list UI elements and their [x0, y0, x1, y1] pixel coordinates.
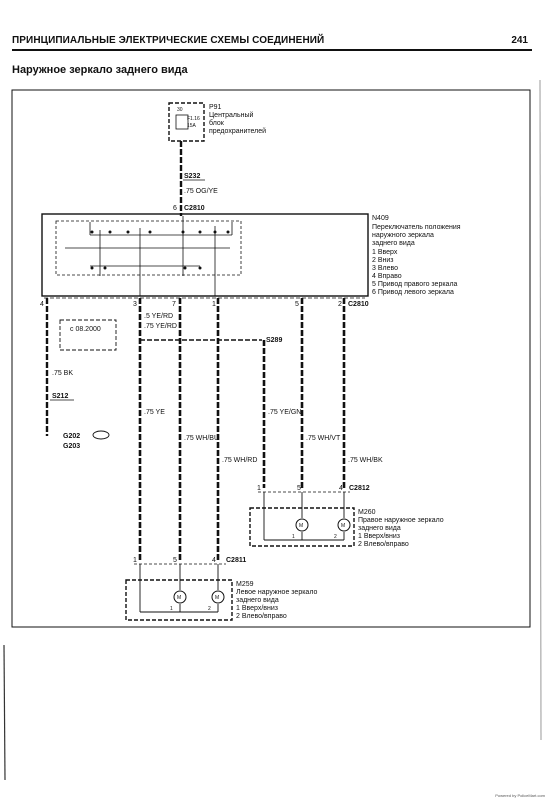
c2811-pin1: 1 — [133, 557, 137, 564]
fuse-box-id: P91 — [209, 104, 222, 111]
c2811-pin4: 4 — [212, 557, 216, 564]
motor-right-2 — [337, 518, 351, 532]
mirror-right-line3: 1 Вверх/вниз — [358, 533, 400, 540]
c2812-pin5: 5 — [297, 485, 301, 492]
wire-wh-bk-label: .75 WH/BK — [348, 457, 383, 464]
motor-left-2-label: M — [215, 595, 219, 601]
scan-edge-right — [539, 79, 542, 741]
note-box — [59, 319, 117, 351]
switch-line3: заднего вида — [372, 240, 415, 247]
motor-right-1 — [295, 518, 309, 532]
conn-c2810-bottom: C2810 — [348, 301, 369, 308]
motor-right-1-pin: 1 — [292, 534, 295, 540]
wire-og-ye: .75 OG/YE — [184, 188, 218, 195]
pin-3: 3 — [133, 301, 137, 308]
fuse-pin: 30 — [177, 107, 183, 113]
switch-item1: 1 Вверх — [372, 249, 398, 256]
motor-left-2-pin: 2 — [208, 606, 211, 612]
mirror-right-id: M260 — [358, 509, 376, 516]
switch-item4: 4 Вправо — [372, 273, 402, 280]
splice-s232: S232 — [184, 173, 200, 180]
mirror-left-line2: заднего вида — [236, 597, 279, 604]
switch-item2: 2 Вниз — [372, 257, 394, 264]
mirror-right-line4: 2 Влево/вправо — [358, 541, 409, 548]
mirror-left-line1: Левое наружное зеркало — [236, 589, 317, 596]
mirror-left-line3: 1 Вверх/вниз — [236, 605, 278, 612]
pin-2: 2 — [338, 301, 342, 308]
pin-7: 7 — [172, 301, 176, 308]
switch-id: N409 — [372, 215, 389, 222]
switch-n409: N409 Переключатель положения наружного з… — [41, 213, 461, 297]
mirror-right-line1: Правое наружное зеркало — [358, 517, 444, 524]
wire-ye-rd-05: .5 YE/RD — [144, 313, 173, 320]
wire-ye-label: .75 YE — [144, 409, 165, 416]
splice-s289: S289 — [266, 337, 282, 344]
page-header: ПРИНЦИПИАЛЬНЫЕ ЭЛЕКТРИЧЕСКИЕ СХЕМЫ СОЕДИ… — [12, 35, 532, 51]
scan-edge-left — [3, 644, 6, 781]
diagram-subtitle: Наружное зеркало заднего вида — [12, 64, 188, 76]
fuse-number: F1.16 — [187, 116, 200, 122]
wire-bk-label: .75 BK — [52, 370, 73, 377]
c2811-pin5: 5 — [173, 557, 177, 564]
mirror-left-line4: 2 Влево/вправо — [236, 613, 287, 620]
motor-left-1-pin: 1 — [170, 606, 173, 612]
switch-line1: Переключатель положения — [372, 224, 461, 231]
conn-c2811: C2811 — [226, 557, 246, 564]
page-number: 241 — [511, 35, 528, 46]
pin-5: 5 — [295, 301, 299, 308]
motor-left-1-label: M — [177, 595, 181, 601]
c2812-pin4: 4 — [339, 485, 343, 492]
ground-symbol — [92, 430, 110, 440]
fuse-box-line3: предохранителей — [209, 127, 266, 135]
ground-g202: G202 — [63, 433, 80, 440]
pin-1: 1 — [212, 301, 216, 308]
header-title: ПРИНЦИПИАЛЬНЫЕ ЭЛЕКТРИЧЕСКИЕ СХЕМЫ СОЕДИ… — [12, 35, 325, 46]
fuse-rating: 15A — [187, 123, 197, 129]
switch-item6: 6 Привод левого зеркала — [372, 289, 454, 296]
conn-c2810-top: C2810 — [184, 205, 205, 212]
motor-right-2-label: M — [341, 523, 345, 529]
pin-4: 4 — [40, 301, 44, 308]
note-date: с 08.2000 — [70, 326, 101, 333]
c2812-pin1: 1 — [257, 485, 261, 492]
fuse-box-line2: блок — [209, 119, 225, 127]
switch-item3: 3 Влево — [372, 265, 398, 272]
conn-top-pin: 6 — [173, 205, 177, 212]
motor-right-1-label: M — [299, 523, 303, 529]
splice-s212: S212 — [52, 393, 68, 400]
switch-item5: 5 Привод правого зеркала — [372, 281, 458, 288]
mirror-right-line2: заднего вида — [358, 525, 401, 532]
fuse-box-line1: Центральный — [209, 111, 254, 119]
wire-ye-rd-075: .75 YE/RD — [144, 323, 177, 330]
motor-right-2-pin: 2 — [334, 534, 337, 540]
fuse-box-p91: 30 F1.16 15A P91 Центральный блок предох… — [168, 102, 266, 142]
mirror-left-id: M259 — [236, 581, 254, 588]
motor-left-1 — [173, 590, 187, 604]
switch-line2: наружного зеркала — [372, 232, 434, 239]
wire-wh-bu-label: .75 WH/BU — [184, 435, 219, 442]
wire-wh-vt-label: .75 WH/VT — [306, 435, 341, 442]
motor-left-2 — [211, 590, 225, 604]
mirror-right-m260: M M 1 2 M260 Правое наружное зеркало зад… — [249, 492, 444, 548]
ground-g203: G203 — [63, 443, 80, 450]
footer-credit: Powered by PoliceMart.com — [495, 793, 545, 798]
diagram-frame — [11, 89, 531, 628]
conn-c2812: C2812 — [349, 485, 370, 492]
mirror-left-m259: M M 1 2 M259 Левое наружное зеркало задн… — [125, 564, 317, 621]
wire-wh-rd-label: .75 WH/RD — [222, 457, 257, 464]
wire-ye-gn-label: .75 YE/GN — [268, 409, 301, 416]
